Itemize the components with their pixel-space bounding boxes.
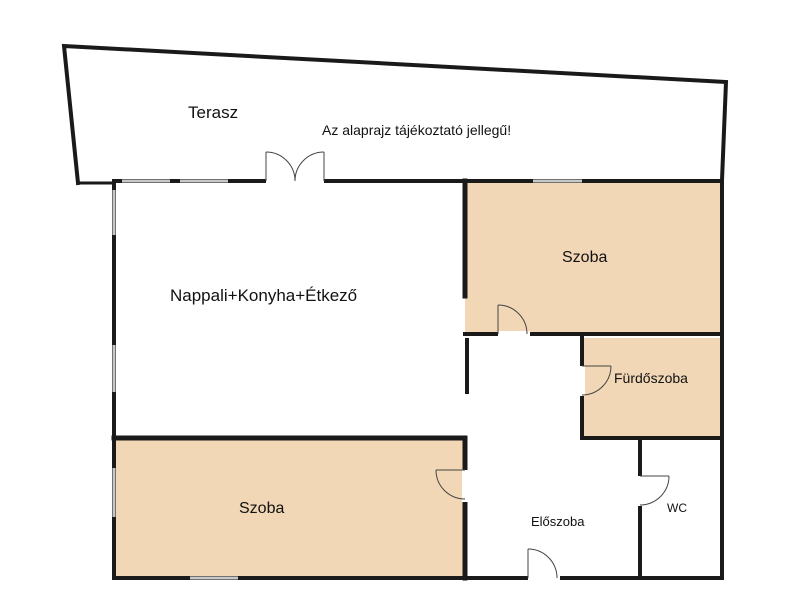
label-wc: WC — [667, 501, 687, 515]
label-szoba-bottom: Szoba — [239, 500, 284, 517]
door-szoba-top-arc — [497, 304, 528, 335]
door-furdo-arc — [581, 365, 612, 396]
door-furdo-gap — [579, 366, 585, 396]
terrace-door-arc-left — [265, 151, 296, 182]
label-terasz: Terasz — [188, 103, 238, 122]
entrance-door-arc — [527, 548, 558, 579]
room-fill-szoba-top — [465, 182, 722, 334]
label-szoba-top: Szoba — [562, 249, 607, 266]
door-szoba-bottom-gap — [462, 470, 468, 502]
door-szoba-bottom-arc — [435, 469, 466, 500]
entrance-door-gap — [528, 575, 560, 581]
label-furdoszoba: Fürdőszoba — [614, 370, 688, 386]
label-eloszoba: Előszoba — [531, 514, 585, 529]
room-fill-szoba-bottom — [114, 440, 464, 577]
terrace-door-arc-right — [294, 151, 325, 182]
label-nappali: Nappali+Konyha+Étkező — [170, 286, 357, 305]
door-szoba-top-gap — [498, 331, 530, 337]
label-note: Az alaprajz tájékoztató jellegű! — [322, 122, 511, 138]
room-fill-furdoszoba — [583, 338, 720, 436]
door-wc-gap — [637, 476, 643, 506]
terrace-outline — [61, 43, 729, 186]
door-wc-arc — [639, 475, 670, 506]
